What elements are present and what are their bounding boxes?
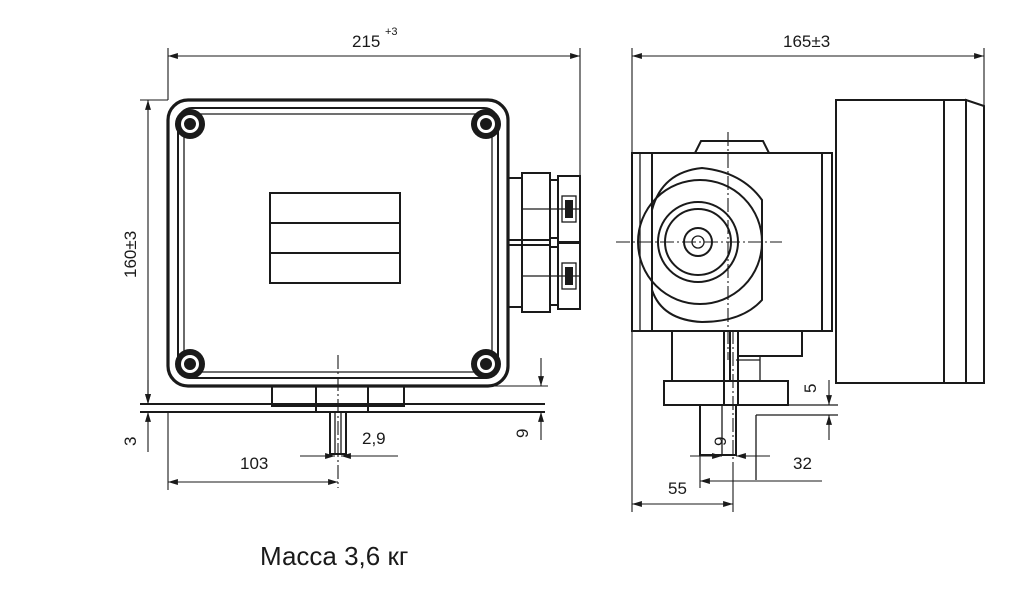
front-view xyxy=(140,98,581,488)
side-hub xyxy=(637,166,763,324)
dim-side-step: 5 xyxy=(801,384,820,393)
enclosure-lid-line xyxy=(183,113,493,373)
screw-bottom-right xyxy=(471,349,501,379)
dim-slot-width: 2,9 xyxy=(362,429,386,448)
dim-base-height-front: 9 xyxy=(513,429,532,438)
label-plate xyxy=(269,192,401,284)
side-dimensions xyxy=(631,48,985,512)
mass-label: Масса 3,6 кг xyxy=(260,541,408,571)
dim-side-slot: 9 xyxy=(711,437,730,446)
dim-side-depth: 55 xyxy=(668,479,687,498)
base-bracket-side xyxy=(663,330,838,480)
dim-mount-offset: 103 xyxy=(240,454,268,473)
dim-base-thickness: 3 xyxy=(121,437,140,446)
dim-side-mount: 32 xyxy=(793,454,812,473)
side-view xyxy=(616,98,985,480)
dim-front-width-tolerance: +3 xyxy=(385,26,398,38)
screw-bottom-left xyxy=(175,349,205,379)
side-cover xyxy=(835,99,967,384)
screw-top-left xyxy=(175,109,205,139)
screw-top-right xyxy=(471,109,501,139)
dim-side-width: 165±3 xyxy=(783,32,830,51)
cable-gland-top xyxy=(507,172,581,246)
dimension-labels: 215 +3 165±3 160±3 3 2,9 103 9 5 9 32 55 xyxy=(121,26,830,498)
dim-front-width: 215 xyxy=(352,32,380,51)
enclosure-inner xyxy=(177,107,499,379)
cable-gland-bottom xyxy=(507,239,581,313)
dim-height: 160±3 xyxy=(121,231,140,278)
front-dimensions xyxy=(140,48,581,490)
base-bracket-front xyxy=(140,385,545,455)
enclosure-outer xyxy=(166,98,510,388)
